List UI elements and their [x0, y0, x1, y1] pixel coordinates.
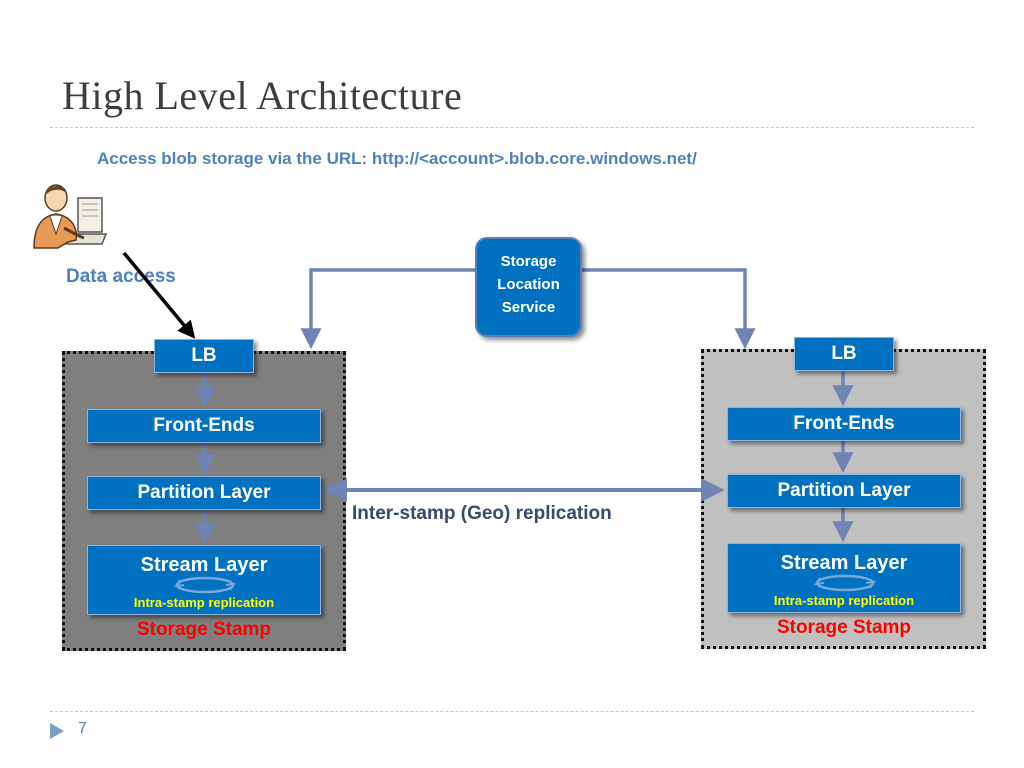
left-storage-stamp-label: Storage Stamp — [136, 619, 272, 640]
page-number: 7 — [78, 720, 87, 737]
inter-stamp-replication-label: Inter-stamp (Geo) replication — [352, 503, 612, 524]
footer-divider — [50, 711, 974, 712]
slide-title: High Level Architecture — [62, 73, 463, 118]
url-subtitle: Access blob storage via the URL: http://… — [97, 149, 697, 168]
sls-to-right-stamp-connector — [581, 268, 756, 350]
right-lb-box: LB — [794, 337, 894, 371]
sls-to-left-stamp-connector — [300, 268, 476, 350]
replication-cycle-icon — [813, 574, 877, 592]
right-stream-layer-label: Stream Layer — [780, 552, 908, 574]
left-lb-box: LB — [154, 339, 254, 373]
right-intra-stamp-label: Intra-stamp replication — [773, 593, 915, 608]
right-storage-stamp-label: Storage Stamp — [776, 617, 912, 638]
title-divider — [50, 127, 974, 128]
sls-line-3: Service — [501, 299, 556, 316]
user-at-computer-icon — [28, 176, 108, 257]
left-stream-layer-box: Stream Layer Intra-stamp replication — [87, 545, 321, 615]
left-stream-layer-label: Stream Layer — [140, 554, 268, 576]
right-stream-layer-box: Stream Layer Intra-stamp replication — [727, 543, 961, 613]
storage-location-service: Storage Location Service — [475, 237, 582, 337]
left-intra-stamp-label: Intra-stamp replication — [133, 595, 275, 610]
sls-line-1: Storage — [500, 253, 557, 270]
left-partition-layer-box: Partition Layer — [87, 476, 321, 510]
data-access-arrow — [122, 251, 196, 339]
right-front-ends-box: Front-Ends — [727, 407, 961, 441]
slide-bullet-arrow-icon — [50, 723, 64, 744]
sls-line-2: Location — [497, 276, 560, 293]
left-front-ends-box: Front-Ends — [87, 409, 321, 443]
replication-cycle-icon — [173, 576, 237, 594]
right-partition-layer-box: Partition Layer — [727, 474, 961, 508]
